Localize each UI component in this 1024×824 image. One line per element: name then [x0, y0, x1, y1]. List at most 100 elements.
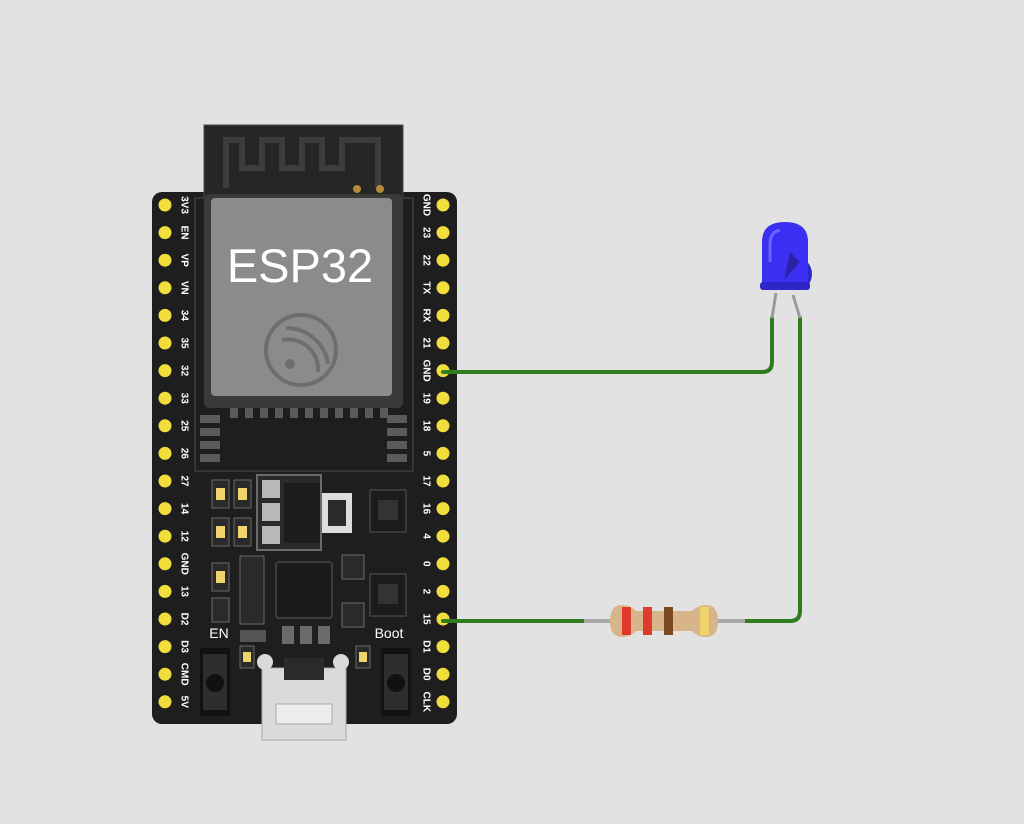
pin-label: 18: [421, 420, 432, 432]
antenna-trace: [223, 137, 381, 188]
pin-22[interactable]: [436, 253, 450, 267]
module-pad: [200, 415, 220, 423]
led-lead-cathode: [770, 292, 778, 319]
pin-label: GND: [421, 359, 432, 381]
pin-35[interactable]: [158, 336, 172, 350]
pin-label: 15: [421, 613, 432, 625]
voltage-regulator: [256, 474, 352, 551]
pin-label: CMD: [179, 663, 190, 686]
pin-12[interactable]: [158, 529, 172, 543]
pin-label: 3V3: [179, 196, 190, 214]
pin-gnd[interactable]: [436, 198, 450, 212]
pin-rx[interactable]: [436, 308, 450, 322]
pin-label: TX: [421, 281, 432, 294]
module-pad: [200, 454, 220, 462]
pin-14[interactable]: [158, 502, 172, 516]
pin-2[interactable]: [436, 584, 450, 598]
pin-23[interactable]: [436, 226, 450, 240]
pin-21[interactable]: [436, 336, 450, 350]
module-pad: [365, 408, 373, 418]
module-pad: [260, 408, 268, 418]
pin-label: 17: [421, 475, 432, 487]
module-pad: [275, 408, 283, 418]
pin-label: 21: [421, 337, 432, 349]
pin-label: 33: [179, 393, 190, 405]
pin-17[interactable]: [436, 474, 450, 488]
module-pads: [200, 408, 407, 462]
pin-34[interactable]: [158, 308, 172, 322]
pin-4[interactable]: [436, 529, 450, 543]
pin-32[interactable]: [158, 364, 172, 378]
led-highlight: [768, 228, 781, 262]
antenna-pad: [376, 185, 384, 193]
resistor-bands: [622, 607, 709, 635]
pin-33[interactable]: [158, 391, 172, 405]
module-pad: [230, 408, 238, 418]
module-pad: [387, 415, 407, 423]
resistor-band: [700, 607, 709, 635]
esp32-board[interactable]: ESP32: [152, 124, 457, 741]
en-button[interactable]: [200, 648, 230, 716]
pin-label: 32: [179, 365, 190, 377]
module-pad: [380, 408, 388, 418]
led-lead-anode: [791, 294, 802, 319]
resistor[interactable]: [584, 605, 745, 637]
pin-label: 5V: [179, 696, 190, 709]
led-base: [760, 282, 810, 290]
pin-5v[interactable]: [158, 695, 172, 709]
pin-d2[interactable]: [158, 612, 172, 626]
pin-d3[interactable]: [158, 640, 172, 654]
pin-18[interactable]: [436, 419, 450, 433]
blue-led[interactable]: [760, 222, 812, 319]
led-dome: [762, 222, 808, 286]
pin-16[interactable]: [436, 502, 450, 516]
module-pad: [200, 441, 220, 449]
pin-27[interactable]: [158, 474, 172, 488]
en-button-label: EN: [209, 625, 228, 641]
pin-tx[interactable]: [436, 281, 450, 295]
pin-label: 26: [179, 448, 190, 460]
led-inner-anode: [784, 252, 800, 280]
wire-resistor-to-led-anode[interactable]: [743, 316, 802, 623]
pin-label: D0: [421, 668, 432, 681]
pin-0[interactable]: [436, 557, 450, 571]
boot-button-label: Boot: [375, 625, 404, 641]
espressif-logo-icon: [264, 313, 338, 387]
pin-label: 35: [179, 337, 190, 349]
module-pad: [335, 408, 343, 418]
pin-en[interactable]: [158, 226, 172, 240]
pin-label: 25: [179, 420, 190, 432]
pin-label: 16: [421, 503, 432, 515]
module-pad: [245, 408, 253, 418]
smd-components: [211, 479, 407, 669]
pin-5[interactable]: [436, 446, 450, 460]
pin-3v3[interactable]: [158, 198, 172, 212]
pin-vp[interactable]: [158, 253, 172, 267]
pin-19[interactable]: [436, 391, 450, 405]
pin-25[interactable]: [158, 419, 172, 433]
pin-label: VN: [179, 281, 190, 295]
pin-vn[interactable]: [158, 281, 172, 295]
pin-label: EN: [179, 226, 190, 240]
pin-gnd[interactable]: [158, 557, 172, 571]
module-pad: [305, 408, 313, 418]
pin-cmd[interactable]: [158, 667, 172, 681]
pin-26[interactable]: [158, 446, 172, 460]
pin-label: VP: [179, 254, 190, 268]
pin-label: 22: [421, 255, 432, 267]
wire-gnd-to-led-cathode[interactable]: [441, 316, 774, 374]
pin-clk[interactable]: [436, 695, 450, 709]
pin-label: 12: [179, 531, 190, 543]
boot-button[interactable]: [381, 648, 411, 716]
pin-13[interactable]: [158, 584, 172, 598]
pin-label: D1: [421, 640, 432, 653]
pin-label: GND: [421, 194, 432, 216]
module-pad: [387, 441, 407, 449]
pin-d1[interactable]: [436, 640, 450, 654]
pin-d0[interactable]: [436, 667, 450, 681]
antenna-pad: [353, 185, 361, 193]
module-pad: [350, 408, 358, 418]
pin-label: CLK: [421, 692, 432, 713]
